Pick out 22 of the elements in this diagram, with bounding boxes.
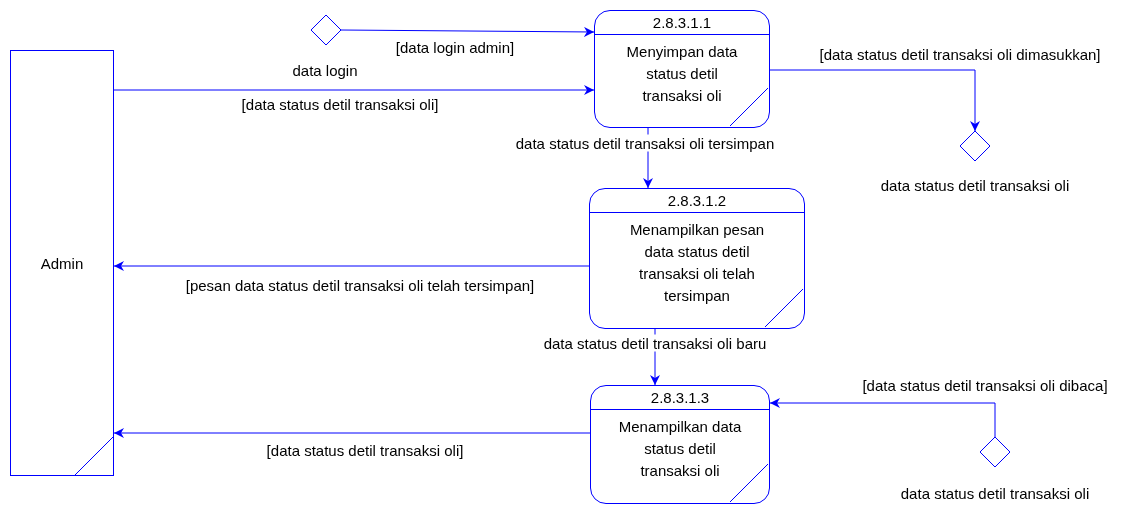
process-label: Menampilkan data status detil transaksi oli xyxy=(617,417,743,481)
flow-arrow xyxy=(769,398,996,438)
process-box xyxy=(590,385,770,504)
edge-label: data status detil transaksi oli tersimpan xyxy=(513,134,777,152)
flow-arrow xyxy=(113,261,590,271)
flow-arrow xyxy=(113,85,595,95)
process-box xyxy=(589,188,805,329)
process-number: 2.8.3.1.3 xyxy=(591,386,769,410)
data-store-diamond xyxy=(311,15,341,45)
flow-arrow xyxy=(113,428,591,438)
process-number: 2.8.3.1.1 xyxy=(595,11,769,35)
edge-label: data status detil transaksi oli baru xyxy=(541,334,769,352)
entity-box xyxy=(10,50,114,476)
process-number: 2.8.3.1.2 xyxy=(590,189,804,213)
process-box xyxy=(594,10,770,128)
process-label: Menyimpan data status detil transaksi oli xyxy=(625,42,739,106)
data-store-diamond xyxy=(960,131,990,161)
process-label: Menampilkan pesan data status detil transaksi oli telah tersimpan xyxy=(628,220,766,306)
flow-arrow xyxy=(340,26,595,37)
flow-arrow xyxy=(769,69,980,132)
data-store-diamond xyxy=(980,437,1010,467)
entity-label: Admin xyxy=(40,254,84,272)
